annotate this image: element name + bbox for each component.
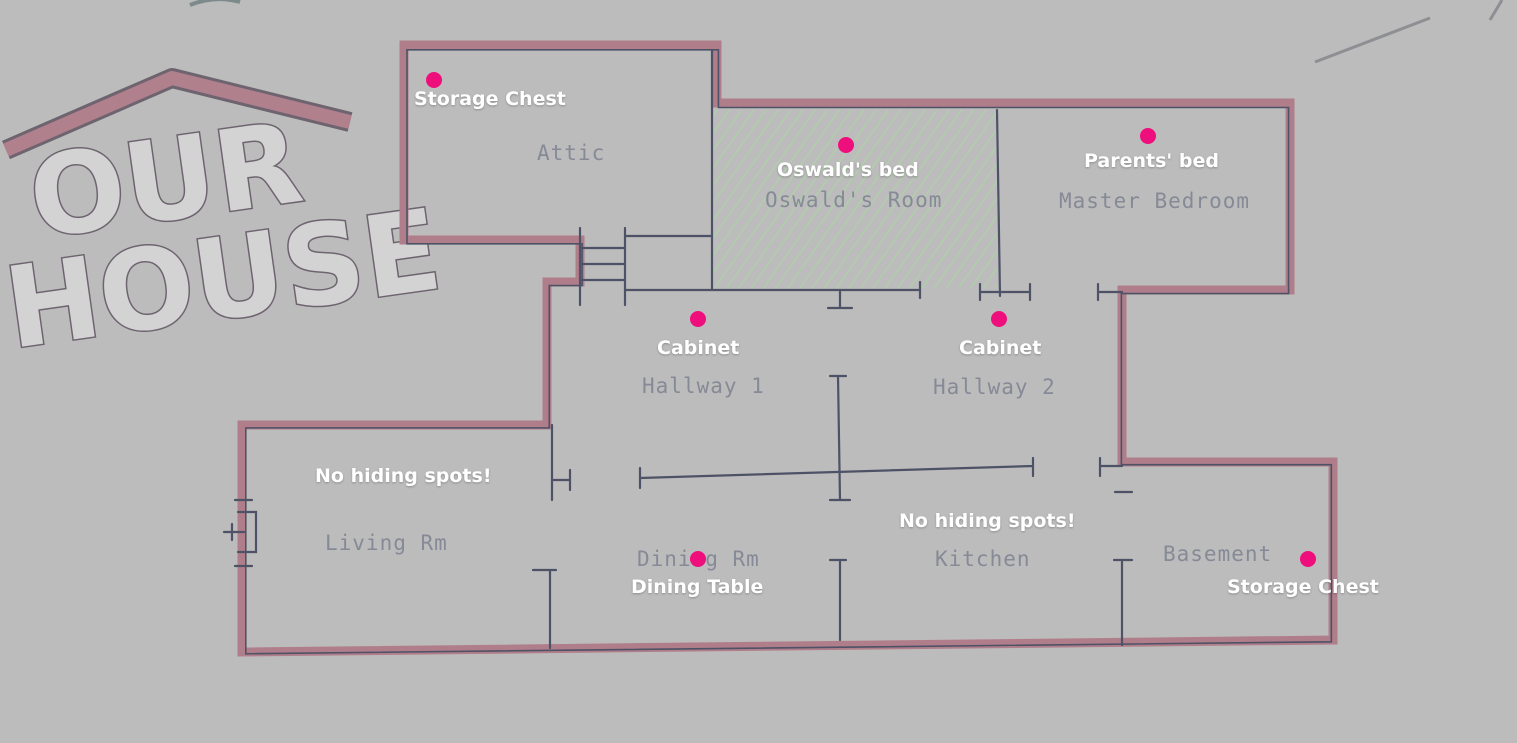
marker-dot-parents-bed[interactable] <box>1140 128 1156 144</box>
marker-dot-attic-chest[interactable] <box>426 72 442 88</box>
room-label-attic: Attic <box>537 141 605 165</box>
spot-label-dining-table[interactable]: Dining Table <box>631 576 764 598</box>
room-label-hallway-1: Hallway 1 <box>642 374 765 398</box>
marker-dot-hallway2-cabinet[interactable] <box>991 311 1007 327</box>
marker-dot-oswalds-bed[interactable] <box>838 137 854 153</box>
marker-dot-basement-chest[interactable] <box>1300 551 1316 567</box>
room-label-living-rm: Living Rm <box>325 531 448 555</box>
logo-roof-icon <box>2 68 353 160</box>
note-living-rm: No hiding spots! <box>315 465 492 487</box>
marker-dot-dining-table[interactable] <box>690 551 706 567</box>
scribble-mark <box>189 0 241 7</box>
spot-label-basement-chest[interactable]: Storage Chest <box>1227 576 1379 598</box>
spot-label-attic-chest[interactable]: Storage Chest <box>414 88 566 110</box>
note-kitchen: No hiding spots! <box>899 510 1076 532</box>
room-label-master-bedroom: Master Bedroom <box>1059 189 1250 213</box>
spot-label-hallway2-cabinet[interactable]: Cabinet <box>959 337 1042 359</box>
spot-label-oswalds-bed[interactable]: Oswald's bed <box>777 159 919 181</box>
room-label-hallway-2: Hallway 2 <box>933 375 1056 399</box>
marker-dot-hallway1-cabinet[interactable] <box>690 311 706 327</box>
scribble-mark <box>1488 0 1504 21</box>
room-label-basement: Basement <box>1163 542 1272 566</box>
spot-label-hallway1-cabinet[interactable]: Cabinet <box>657 337 740 359</box>
inner-walls <box>222 48 1134 650</box>
room-label-oswalds-room: Oswald's Room <box>765 188 942 212</box>
room-label-kitchen: Kitchen <box>935 547 1031 571</box>
scribble-mark <box>1314 16 1431 64</box>
spot-label-parents-bed[interactable]: Parents' bed <box>1084 150 1219 172</box>
oswalds-room-highlight <box>714 110 997 288</box>
